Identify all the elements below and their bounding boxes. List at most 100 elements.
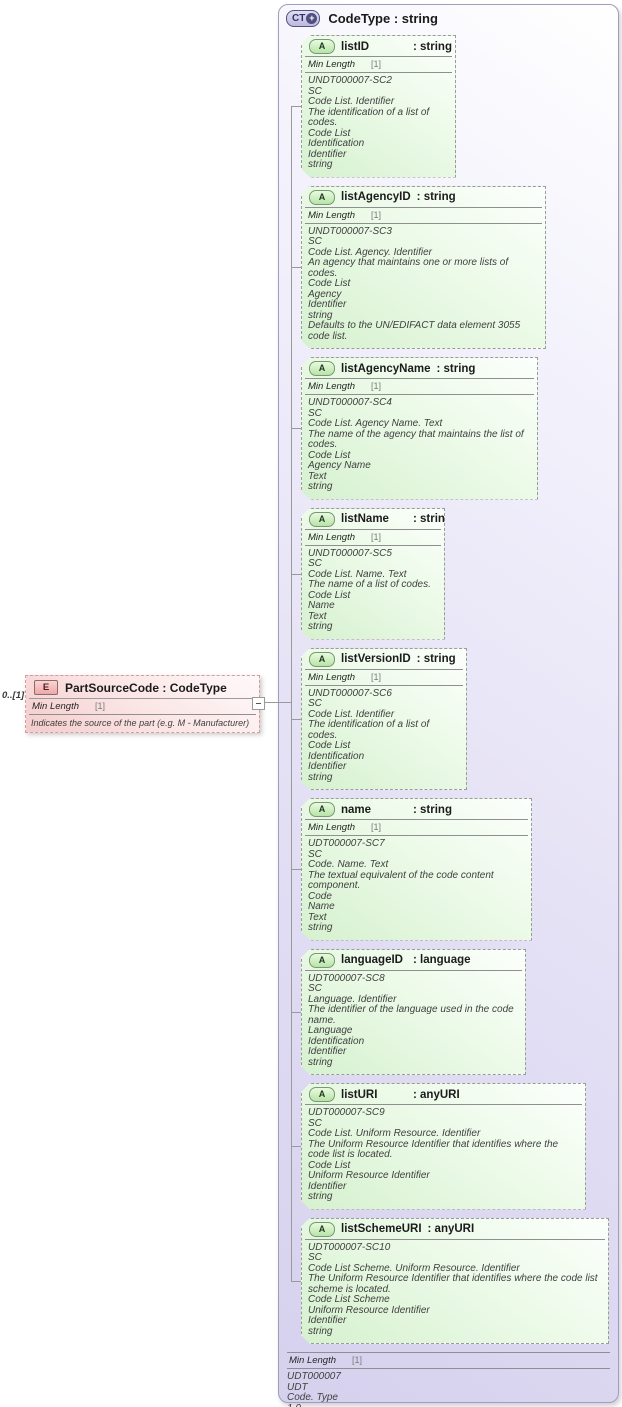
annotation-line: Agency Name (308, 460, 371, 471)
annotation-line: string (308, 1056, 333, 1068)
complextype-title: CodeType : string (328, 11, 438, 26)
attribute-card[interactable]: A name : string Min Length [1] UDT000007… (301, 798, 532, 941)
connector-trunk (291, 106, 292, 1282)
annotation-line: An agency that maintains one or more lis… (308, 257, 509, 279)
annotation-line: UNDT000007-SC5 (308, 547, 392, 559)
annotation-line: UDT000007-SC9 (308, 1107, 385, 1118)
attribute-name: languageID (341, 954, 403, 966)
plus-icon: + (306, 13, 318, 24)
annotation-line: SC (308, 848, 322, 860)
facet-label: Min Length (308, 209, 356, 221)
annotation-line: Code List (308, 589, 351, 601)
attribute-name: listURI (341, 1088, 378, 1101)
annotation-line: Code List (308, 1159, 351, 1171)
annotation-line: string (308, 159, 333, 170)
attribute-type: : language (413, 954, 471, 966)
facet-label: Min Length (308, 671, 356, 683)
attribute-card[interactable]: A listAgencyID : string Min Length [1] U… (301, 186, 546, 350)
annotation-line: Uniform Resource Identifier (308, 1170, 430, 1181)
annotation-line: 1.0 (287, 1403, 610, 1407)
annotation-line: Code. Type (287, 1392, 338, 1403)
element-icon: E (34, 680, 58, 695)
facet-label: Min Length (289, 1355, 337, 1366)
attribute-facet-row: Min Length [1] (305, 670, 463, 686)
attribute-card[interactable]: A listName : string Min Length [1] UNDT0… (301, 508, 445, 640)
annotation-line: Agency (308, 288, 342, 300)
attribute-header: A listAgencyID : string (305, 187, 542, 208)
annotation-line: Code (308, 890, 332, 902)
annotation-line: Code List. Uniform Resource. Identifier (308, 1128, 481, 1139)
annotation-line: Identification (308, 1035, 365, 1047)
facet-value: [1] (371, 381, 382, 391)
element-card-partsourcecode[interactable]: E PartSourceCode : CodeType Min Length [… (25, 675, 260, 733)
attribute-wrap: A listAgencyID : string Min Length [1] U… (291, 186, 618, 350)
attribute-icon: A (309, 361, 335, 376)
annotation-line: Identification (308, 138, 365, 149)
annotation-line: Code List Scheme. Uniform Resource. Iden… (308, 1262, 520, 1274)
attribute-name: listAgencyID (341, 191, 411, 203)
attribute-header: A listVersionID : string (305, 649, 463, 670)
annotation-line: Name (308, 600, 335, 611)
attribute-facet-row: Min Length [1] (305, 57, 452, 73)
complextype-facet-row: Min Length [1] (287, 1352, 610, 1369)
attribute-type: : string (413, 803, 452, 816)
complextype-box-codetype[interactable]: CT + CodeType : string A listID : string… (278, 4, 619, 1407)
annotation-line: Identification (308, 750, 365, 762)
attribute-icon: A (309, 1087, 335, 1102)
annotation-line: SC (308, 698, 322, 709)
annotation-line: The Uniform Resource Identifier that ide… (308, 1138, 559, 1160)
annotation-line: UNDT000007-SC6 (308, 687, 392, 699)
annotation-line: SC (308, 983, 322, 994)
attribute-type: : string (436, 362, 476, 375)
attribute-name: listVersionID (341, 653, 411, 665)
attribute-wrap: A listVersionID : string Min Length [1] … (291, 648, 618, 791)
annotation-line: Text (308, 470, 327, 482)
attribute-header: A name : string (305, 799, 528, 820)
attribute-name: name (341, 803, 372, 816)
collapse-handle[interactable] (252, 697, 265, 710)
annotation-line: The identifier of the language used in t… (308, 1004, 514, 1026)
annotation-line: Identifier (308, 761, 347, 772)
attribute-card[interactable]: A listVersionID : string Min Length [1] … (301, 648, 467, 791)
attribute-icon: A (309, 652, 335, 667)
annotation-line: Code List. Name. Text (308, 568, 407, 580)
attribute-card[interactable]: A listAgencyName : string Min Length [1]… (301, 357, 538, 500)
annotation-line: SC (308, 85, 322, 97)
annotation-line: string (308, 771, 333, 783)
attribute-header: A languageID : language (305, 950, 522, 971)
complextype-header: CT + CodeType : string (279, 5, 618, 29)
facet-value: [1] (371, 822, 382, 832)
facet-value: [1] (95, 701, 106, 711)
attribute-card[interactable]: A listID : string Min Length [1] UNDT000… (301, 35, 456, 178)
attribute-name: listSchemeURI (341, 1223, 422, 1235)
annotation-line: The Uniform Resource Identifier that ide… (308, 1273, 598, 1295)
element-header: E PartSourceCode : CodeType (29, 676, 256, 699)
annotation-line: UDT000007 (287, 1371, 341, 1382)
element-title: PartSourceCode : CodeType (65, 680, 227, 695)
element-facet-row: Min Length [1] (29, 699, 256, 715)
attribute-icon: A (309, 190, 335, 205)
annotation-line: Identifier (308, 1180, 347, 1192)
attribute-header: A listSchemeURI : anyURI (305, 1219, 605, 1240)
annotation-line: UDT000007-SC7 (308, 838, 385, 849)
annotation-line: string (308, 1191, 333, 1202)
annotation-line: Text (308, 610, 327, 622)
annotation-line: The name of a list of codes. (308, 579, 431, 590)
attribute-header: A listName : string (305, 509, 441, 530)
annotation-line: The name of the agency that maintains th… (308, 428, 524, 450)
attribute-wrap: A listAgencyName : string Min Length [1]… (291, 357, 618, 500)
annotation-line: string (308, 621, 333, 632)
